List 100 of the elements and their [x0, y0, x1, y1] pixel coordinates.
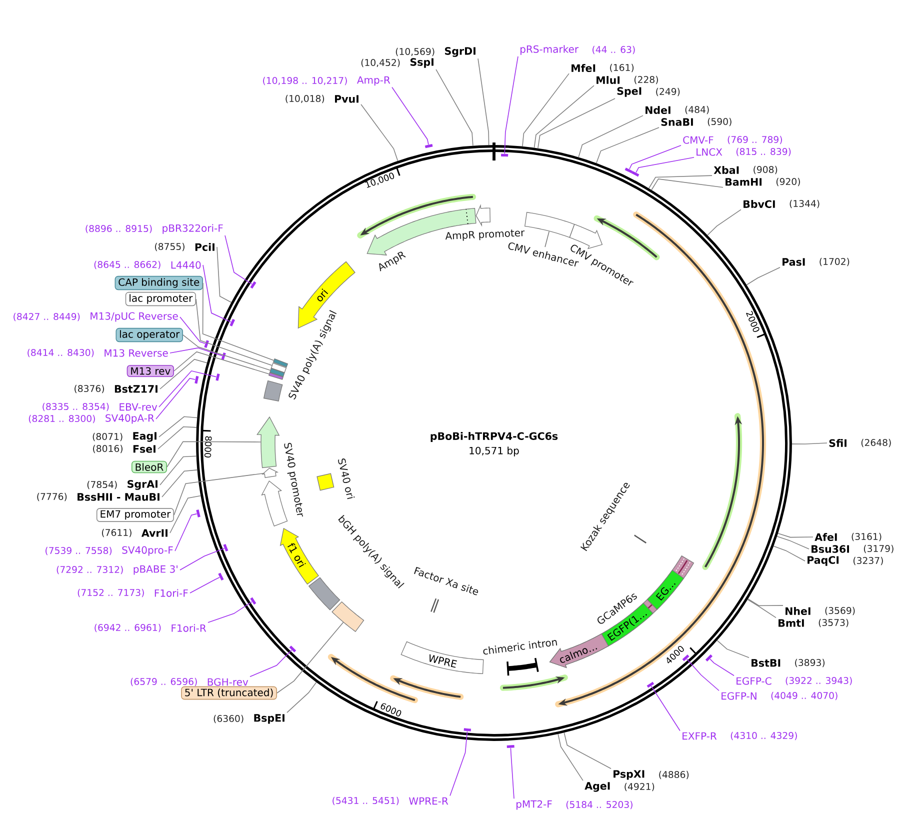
- enzyme-name: Bsu36I: [812, 545, 849, 553]
- leader-line: [773, 546, 806, 562]
- primer-name: EGFP-C: [736, 677, 772, 685]
- enzyme-name: MfeI: [572, 64, 596, 72]
- leader-line: [250, 650, 292, 678]
- enzyme-name: BamHI: [726, 178, 762, 186]
- cut-position: (3161): [852, 532, 882, 542]
- enzyme-name: SnaBI: [661, 118, 693, 126]
- scale-label: 6000: [380, 703, 402, 716]
- primer-range: (7292 .. 7312): [56, 566, 123, 574]
- primer-mark: [631, 170, 640, 177]
- cut-position: (920): [776, 178, 800, 186]
- leader-line: [202, 282, 274, 361]
- leader-line: [276, 622, 344, 694]
- leader-line: [650, 686, 680, 732]
- primer-range: (8645 .. 8662): [94, 260, 160, 270]
- feature-label: Factor Xa site: [414, 566, 478, 596]
- leader-line: [158, 426, 197, 450]
- primer-name: pMT2-F: [516, 800, 552, 810]
- primer-name: SV40pro-F: [122, 546, 173, 556]
- leader-line: [578, 115, 644, 158]
- enzyme-name: SfiI: [829, 439, 846, 447]
- cut-position: (484): [685, 106, 709, 114]
- primer-mark: [223, 544, 228, 552]
- cut-position: (249): [656, 88, 680, 96]
- leader-line: [636, 156, 694, 173]
- cut-position: (3569): [825, 606, 855, 616]
- leader-line: [746, 267, 780, 286]
- primer-mark: [221, 352, 226, 360]
- enzyme-name: FseI: [133, 445, 156, 453]
- leader-line: [651, 178, 724, 190]
- primer-range: (769 .. 789): [728, 136, 782, 144]
- cut-position: (4886): [659, 770, 689, 780]
- enzyme-name: PasI: [782, 258, 805, 266]
- cut-position: (8376): [74, 384, 104, 394]
- leader-line: [162, 470, 198, 498]
- feature-tag: EM7 promoter: [96, 508, 174, 522]
- cut-position: (7611): [102, 528, 132, 538]
- cut-position: (6360): [214, 714, 244, 724]
- enzyme-name: AfeI: [814, 533, 837, 541]
- leader-line: [792, 442, 828, 444]
- cut-position: (10,452): [361, 58, 400, 68]
- leader-line: [629, 144, 682, 170]
- leader-line: [596, 127, 660, 164]
- enzyme-name: BspEI: [254, 714, 284, 724]
- enzyme-name: SgrAI: [128, 480, 158, 490]
- leader-line: [160, 358, 208, 390]
- leader-line: [196, 298, 272, 366]
- leader-line: [160, 456, 197, 486]
- leader-line: [170, 495, 202, 534]
- leader-line: [747, 599, 776, 618]
- primer-mark: [250, 597, 256, 605]
- leader-line: [710, 658, 734, 676]
- primer-name: SV40pA-R: [106, 414, 154, 424]
- feature-tag: 5' LTR (truncated): [181, 686, 277, 700]
- feature-tag: BleoR: [131, 460, 167, 474]
- leader-line: [174, 513, 198, 552]
- scale-label: 8000: [204, 436, 212, 458]
- feature-label: SV40 ori: [338, 458, 355, 500]
- primer-range: (5184 .. 5203): [566, 800, 632, 810]
- cut-position: (4921): [624, 782, 654, 792]
- primer-mark: [289, 646, 296, 652]
- leader-line: [392, 86, 429, 145]
- plasmid-name: pBoBi-hTRPV4-C-GC6s: [430, 432, 558, 442]
- primer-mark: [624, 168, 633, 174]
- feature-bar: [268, 372, 284, 380]
- primer-range: (8335 .. 8354): [42, 402, 109, 412]
- cut-position: (8016): [93, 444, 122, 454]
- primer-mark: [194, 376, 199, 384]
- primer-range: (815 .. 839): [736, 148, 791, 156]
- primer-name: CMV-F: [683, 136, 714, 144]
- primer-range: (44 .. 63): [592, 46, 635, 54]
- leader-line: [716, 640, 750, 658]
- feature-tag: lac operator: [116, 328, 183, 342]
- leader-line: [216, 246, 232, 303]
- feature-label: AmpR promoter: [445, 230, 525, 241]
- leader-line: [180, 548, 225, 570]
- primer-name: M13/pUC Reverse: [90, 312, 178, 322]
- leader-line: [190, 576, 220, 594]
- enzyme-name: EagI: [133, 432, 156, 442]
- primer-mark: [682, 654, 690, 662]
- leader-line: [748, 598, 784, 606]
- primer-name: Amp-R: [357, 76, 390, 86]
- leader-line: [648, 175, 712, 189]
- primer-mark: [705, 654, 713, 662]
- primer-mark: [230, 318, 236, 326]
- leader-line: [686, 658, 720, 692]
- cut-position: (10,018): [286, 94, 324, 104]
- leader-line: [538, 98, 616, 149]
- cut-position: (228): [634, 76, 658, 84]
- enzyme-name: BssHII - MauBI: [78, 493, 160, 501]
- feature-box: WPRE: [400, 641, 484, 674]
- primer-mark: [646, 682, 654, 688]
- leader-line: [180, 316, 206, 344]
- primer-mark: [464, 728, 472, 732]
- enzyme-name: NdeI: [646, 106, 670, 114]
- leader-line: [174, 472, 265, 516]
- leader-line: [534, 85, 594, 148]
- leader-line: [158, 370, 217, 408]
- primer-mark: [218, 572, 224, 581]
